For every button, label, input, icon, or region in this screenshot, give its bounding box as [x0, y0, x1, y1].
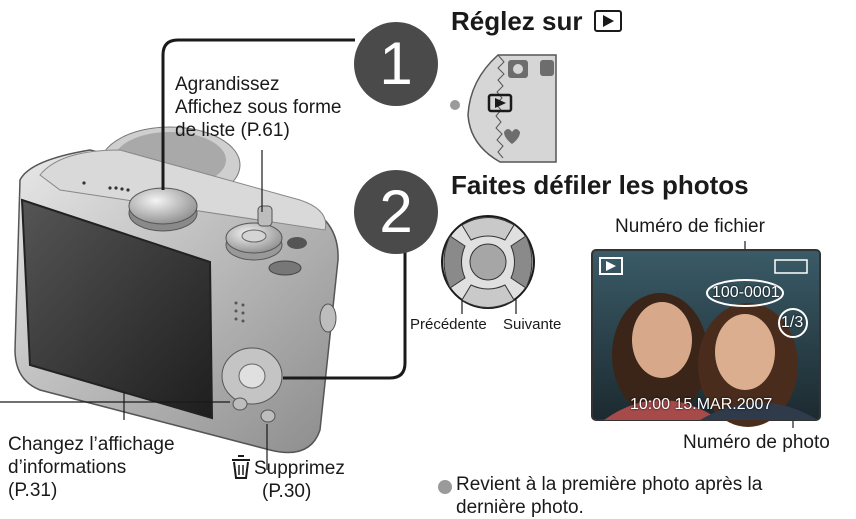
display-label-line1: Changez l’affichage	[8, 434, 175, 455]
next-label: Suivante	[503, 316, 562, 333]
camera-mode-dial	[128, 187, 198, 225]
play-mode-icon	[593, 10, 622, 32]
photo-count-value: 1/3	[781, 314, 804, 331]
camera-lcd-screen	[20, 198, 214, 420]
step-1-heading: Réglez sur	[451, 6, 622, 37]
delete-label-line2: (P.30)	[262, 481, 312, 502]
zoom-label-line1: Agrandissez	[175, 74, 280, 95]
step-2-badge: 2	[354, 170, 438, 254]
delete-label-line1: Supprimez	[254, 458, 345, 479]
display-label-line2: d’informations	[8, 457, 127, 478]
playback-screen	[591, 249, 821, 427]
mode-dial-detail	[450, 54, 557, 163]
photo-number-label: Numéro de photo	[683, 432, 830, 453]
zoom-label-line3: de liste (P.61)	[175, 120, 290, 141]
file-number-value: 100-0001	[712, 284, 780, 301]
trash-icon	[232, 455, 250, 479]
step-1-heading-text: Réglez sur	[451, 6, 583, 36]
connector-lines	[161, 38, 407, 380]
note-bullet	[438, 480, 452, 494]
previous-label: Précédente	[410, 316, 487, 333]
note-line1: Revient à la première photo après la	[456, 474, 763, 495]
display-label-line3: (P.31)	[8, 480, 58, 501]
camera-illustration	[14, 126, 339, 454]
file-number-label: Numéro de fichier	[615, 216, 765, 237]
note-line2: dernière photo.	[456, 497, 584, 518]
cursor-buttons-detail	[441, 215, 535, 309]
step-2-heading: Faites défiler les photos	[451, 170, 749, 200]
date-time-value: 10:00 15.MAR.2007	[630, 396, 773, 413]
step-1-badge: 1	[354, 22, 438, 106]
zoom-label-line2: Affichez sous forme	[175, 97, 342, 118]
